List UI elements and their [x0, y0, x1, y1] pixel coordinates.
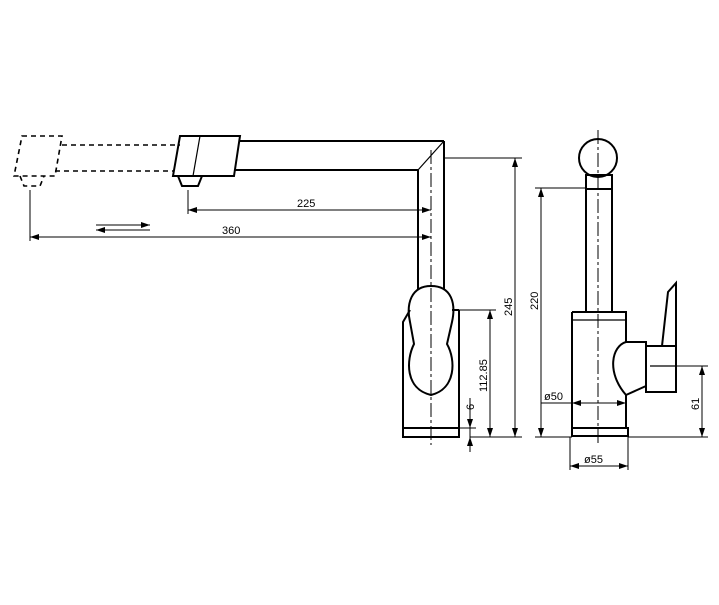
dimension-112-85-label: 112.85	[478, 359, 490, 392]
dimension-245: 245	[444, 157, 522, 438]
spout-extended-outline	[13, 135, 180, 187]
front-view: 220 ø50 ø55 61	[529, 130, 708, 470]
slide-direction-arrows	[96, 222, 150, 233]
spout-arm	[171, 135, 445, 307]
side-view: 225 360 245	[13, 135, 522, 452]
dimension-220-label: 220	[529, 292, 541, 310]
dimension-diameter-50: ø50	[541, 391, 626, 406]
dimension-diameter-55: ø55	[569, 437, 629, 470]
dimension-61-label: 61	[690, 398, 702, 410]
dimension-225: 225	[187, 190, 431, 214]
dimension-360: 360	[29, 190, 431, 241]
dimension-225-label: 225	[297, 198, 315, 210]
dimension-diameter-55-label: ø55	[584, 454, 603, 466]
dimension-61: 61	[628, 365, 708, 438]
dimension-diameter-50-label: ø50	[544, 391, 563, 403]
dimension-220: 220	[529, 187, 586, 438]
dimension-6-label: 6	[465, 404, 477, 410]
front-base	[571, 427, 629, 437]
dimension-6: 6	[459, 398, 477, 452]
dimension-112-85: 112.85	[459, 309, 496, 437]
front-handle	[612, 280, 677, 396]
dimension-245-label: 245	[503, 298, 515, 316]
front-body	[571, 311, 627, 429]
dimension-360-label: 360	[222, 225, 240, 237]
